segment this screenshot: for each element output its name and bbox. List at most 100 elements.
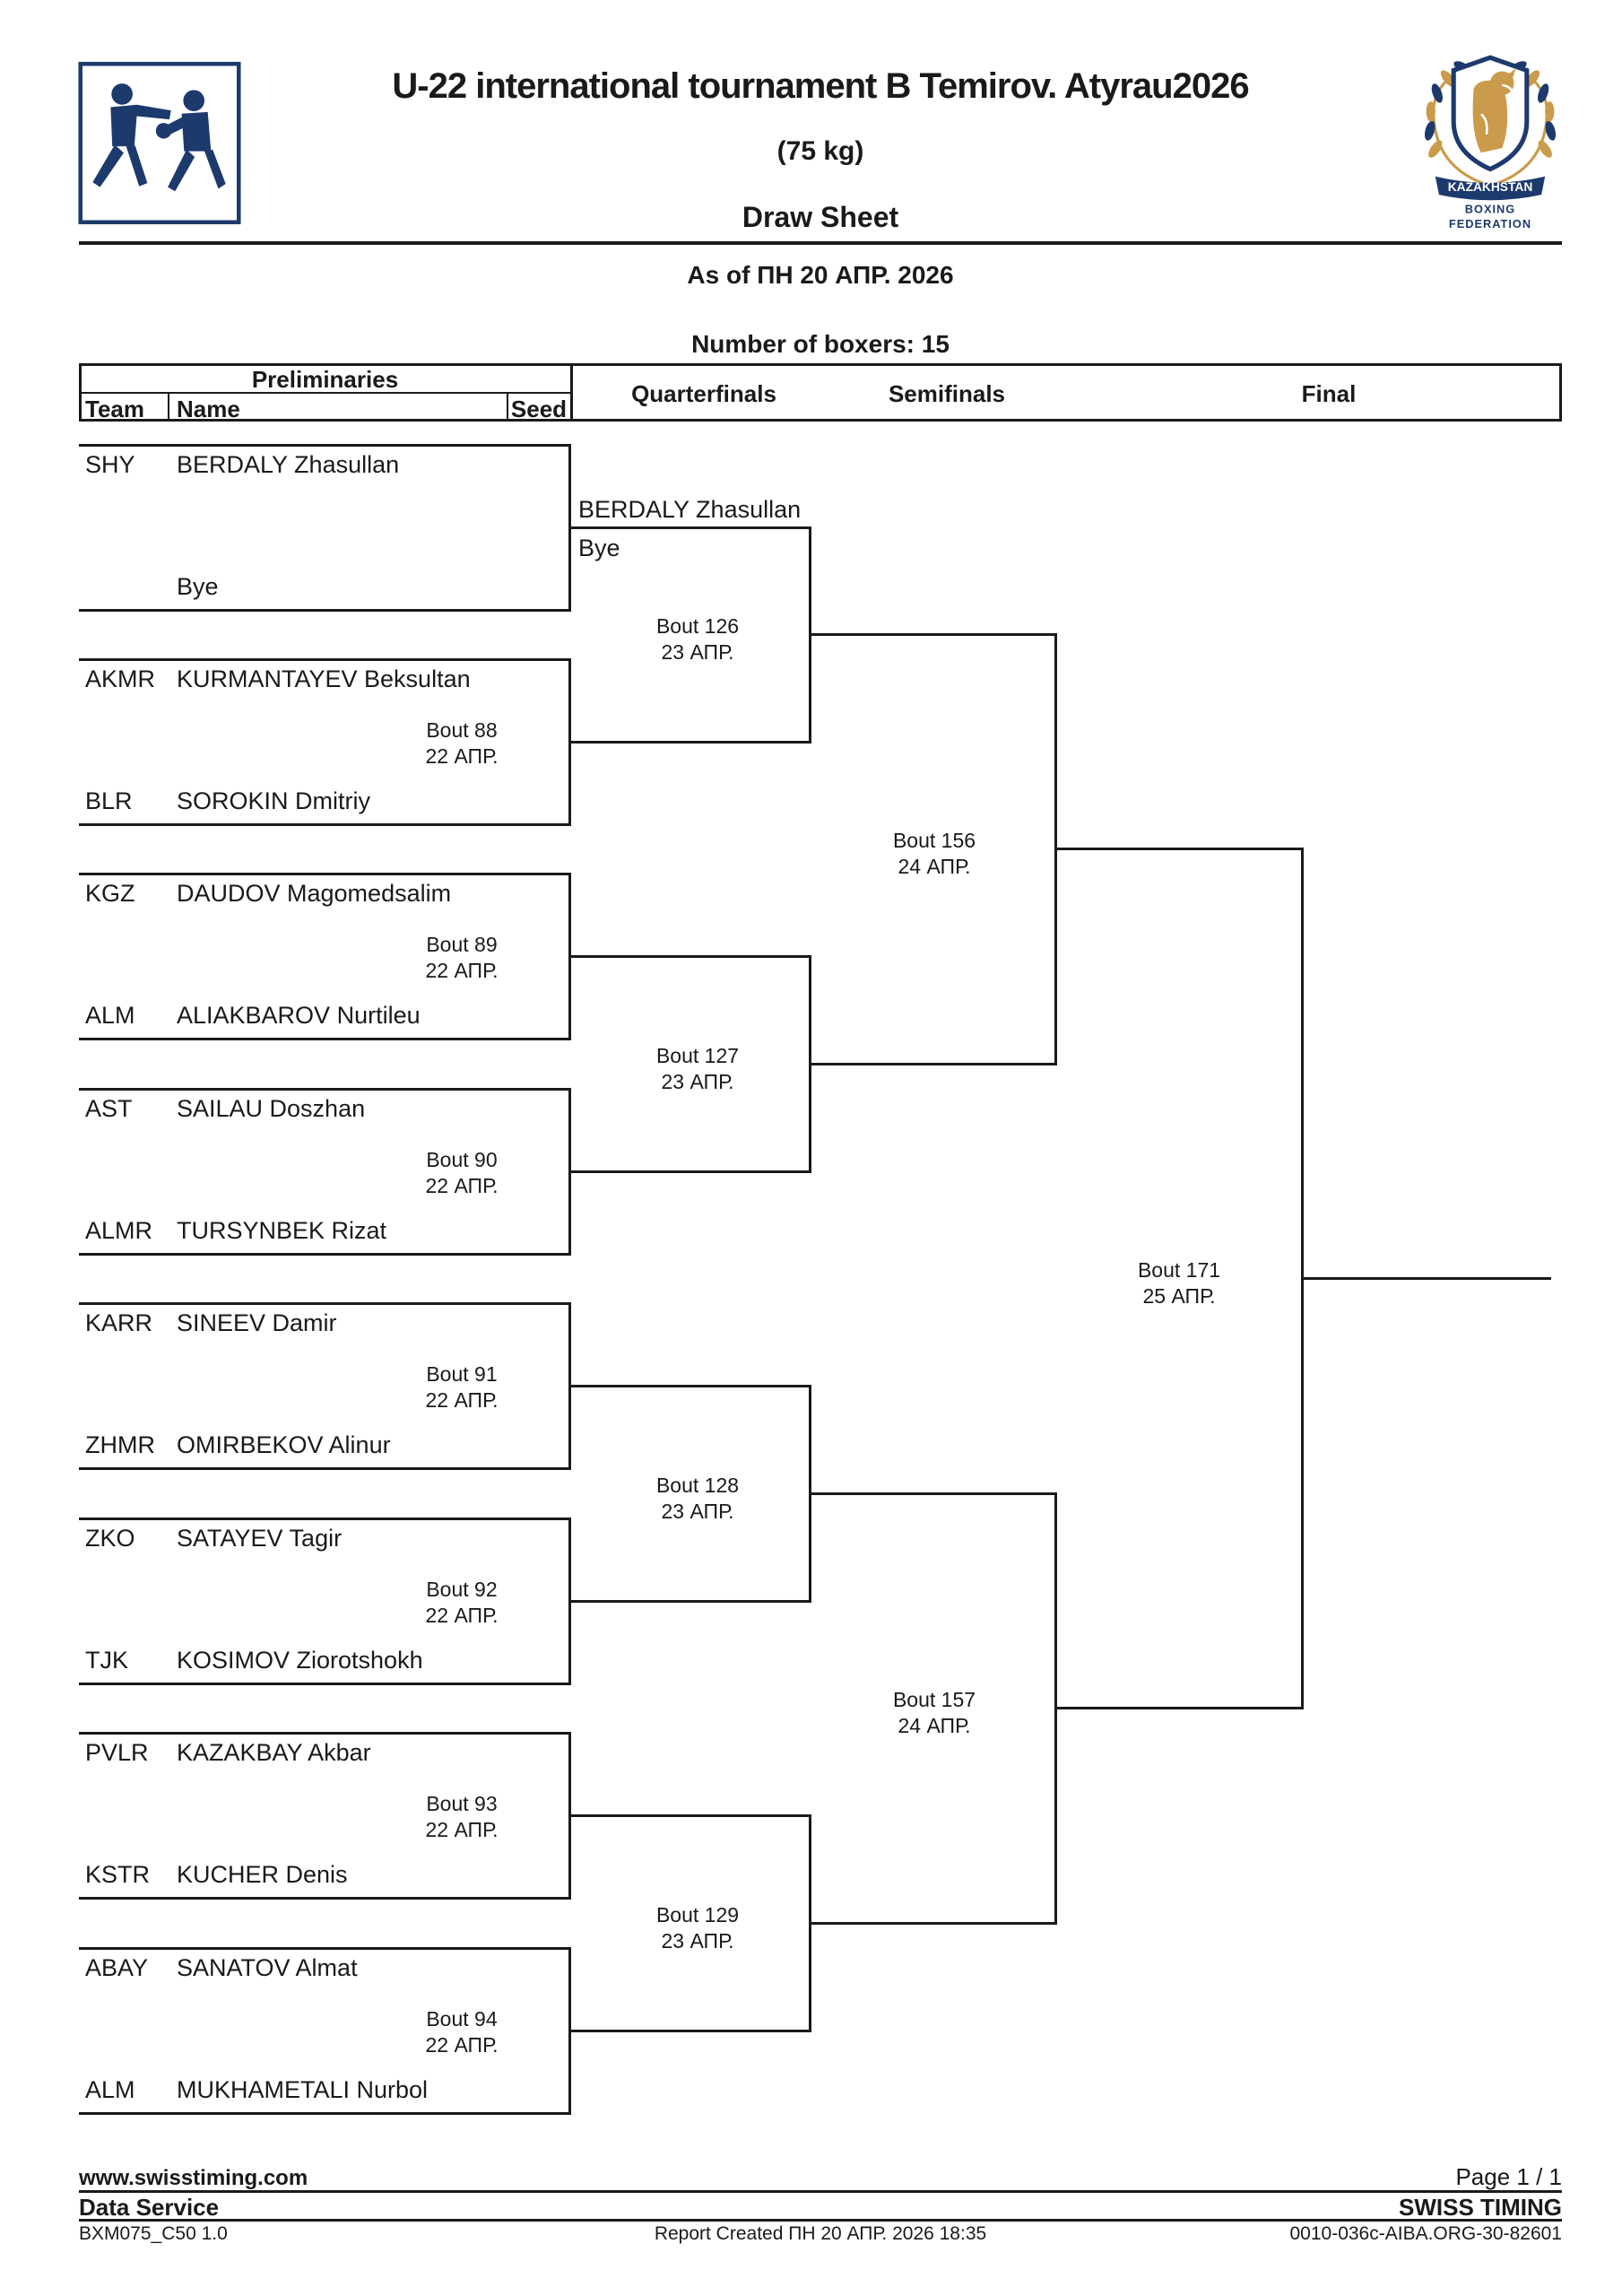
- prelim-section-divider: [570, 363, 573, 422]
- bracket-line: [809, 1063, 1057, 1065]
- kbf-boxing-text: BOXING: [1465, 203, 1515, 216]
- kbf-banner: KAZAKHSTAN BOXING FEDERATION: [1435, 176, 1546, 230]
- as-of-date: As of ПН 20 АПР. 2026: [687, 261, 954, 289]
- bout-date: 22 АПР.: [425, 2033, 499, 2057]
- bracket-line: [79, 873, 571, 875]
- bout-date: 22 АПР.: [425, 959, 499, 982]
- bout-label: Bout 156 24 АПР.: [854, 828, 1015, 880]
- bracket-line: [79, 1732, 571, 1735]
- bracket-line: [79, 1302, 571, 1305]
- bout-label: Bout 171 25 АПР.: [1098, 1257, 1260, 1309]
- bracket-line: [568, 1600, 811, 1603]
- bout-number: Bout 89: [426, 933, 498, 956]
- bracket-line: [79, 444, 571, 447]
- page-title: U-22 international tournament B Temirov.…: [392, 66, 1249, 106]
- boxer-name: KURMANTAYEV Beksultan: [177, 665, 471, 692]
- footer-rule: [79, 2190, 1562, 2193]
- bout-number: Bout 88: [426, 718, 498, 742]
- bout-number: Bout 92: [426, 1578, 498, 1601]
- bout-date: 22 АПР.: [425, 1174, 499, 1197]
- footer-vendor: SWISS TIMING: [1399, 2194, 1562, 2221]
- team-code: ALM: [85, 2076, 135, 2103]
- bout-label: Bout 93 22 АПР.: [359, 1791, 565, 1843]
- bracket-line: [568, 1170, 811, 1173]
- team-code: AKMR: [85, 665, 156, 692]
- bout-date: 24 АПР.: [898, 1714, 971, 1737]
- bout-label: Bout 88 22 АПР.: [359, 718, 565, 770]
- boxer-name: SAILAU Doszhan: [177, 1095, 366, 1122]
- bracket-line: [568, 1385, 811, 1387]
- team-code: BLR: [85, 787, 133, 814]
- bracket-line: [79, 1038, 571, 1040]
- bracket-line: [79, 1253, 571, 1256]
- team-code: ZKO: [85, 1525, 135, 1552]
- bracket-line: [79, 1518, 571, 1520]
- bracket-line: [568, 1814, 811, 1817]
- bout-date: 23 АПР.: [661, 1929, 734, 1952]
- boxers-silhouette-icon: [92, 83, 226, 192]
- bracket-line: [568, 741, 811, 744]
- bracket-line: [1054, 848, 1304, 850]
- boxer-name: KAZAKBAY Akbar: [177, 1739, 371, 1766]
- team-code: SHY: [85, 451, 135, 478]
- column-team: Team: [85, 396, 144, 422]
- bracket-line: [1054, 1707, 1304, 1709]
- bracket-line: [1301, 1277, 1551, 1280]
- bracket-line: [568, 2030, 811, 2032]
- bout-label: Bout 157 24 АПР.: [854, 1687, 1015, 1739]
- bout-number: Bout 94: [426, 2007, 498, 2031]
- boxer-name: SANATOV Almat: [177, 1954, 358, 1981]
- bracket-line: [79, 1683, 571, 1685]
- footer-report-code: BXM075_C50 1.0: [79, 2223, 228, 2244]
- bracket-line: [79, 609, 571, 612]
- bout-number: Bout 171: [1137, 1258, 1221, 1282]
- bout-label: Bout 127 23 АПР.: [617, 1043, 778, 1095]
- team-code: PVLR: [85, 1739, 149, 1766]
- column-seed: Seed: [510, 396, 568, 422]
- bout-date: 25 АПР.: [1142, 1284, 1216, 1308]
- bout-date: 22 АПР.: [425, 1818, 499, 1841]
- bout-label: Bout 92 22 АПР.: [359, 1577, 565, 1629]
- header-rule: [79, 241, 1562, 245]
- team-code: ABAY: [85, 1954, 149, 1981]
- bracket-line: [809, 633, 1057, 636]
- column-semifinals: Semifinals: [888, 380, 1006, 407]
- column-final: Final: [1301, 380, 1357, 407]
- bout-date: 23 АПР.: [661, 640, 734, 664]
- bout-number: Bout 128: [655, 1474, 740, 1497]
- boxer-name: OMIRBEKOV Alinur: [177, 1431, 391, 1458]
- bout-label: Bout 128 23 АПР.: [617, 1473, 778, 1525]
- bout-number: Bout 91: [426, 1362, 498, 1386]
- bout-number: Bout 157: [892, 1688, 976, 1711]
- footer-report-created: Report Created ПН 20 АПР. 2026 18:35: [654, 2223, 987, 2244]
- boxer-name: KOSIMOV Ziorotshokh: [177, 1647, 423, 1674]
- bracket-line: [79, 1947, 571, 1950]
- bout-number: Bout 127: [655, 1044, 740, 1067]
- weight-category: (75 kg): [776, 136, 864, 166]
- name-seed-divider: [507, 392, 508, 422]
- bout-date: 24 АПР.: [898, 855, 971, 878]
- footer-website: www.swisstiming.com: [79, 2166, 308, 2190]
- kbf-federation-text: FEDERATION: [1449, 217, 1531, 230]
- bout-number: Bout 126: [655, 614, 740, 638]
- boxer-name: ALIAKBAROV Nurtileu: [177, 1002, 421, 1029]
- boxer-name: SOROKIN Dmitriy: [177, 787, 370, 814]
- bracket-line: [79, 1088, 571, 1091]
- bracket-line: [79, 1897, 571, 1900]
- footer-service: Data Service: [79, 2194, 220, 2221]
- shield-icon: [1451, 55, 1530, 172]
- bracket-line: [79, 658, 571, 661]
- boxer-count: Number of boxers: 15: [691, 330, 950, 358]
- bout-date: 22 АПР.: [425, 744, 499, 768]
- kbf-banner-text: KAZAKHSTAN: [1448, 180, 1533, 194]
- team-code: KGZ: [85, 880, 135, 907]
- header-row-divider: [79, 392, 571, 394]
- column-name: Name: [177, 396, 240, 422]
- boxing-pictogram-logo: [78, 61, 241, 225]
- bout-number: Bout 90: [426, 1148, 498, 1171]
- boxer-name: SINEEV Damir: [177, 1309, 337, 1336]
- bout-number: Bout 129: [655, 1903, 740, 1926]
- team-name-divider: [168, 392, 169, 422]
- advancing-boxer-name: BERDALY Zhasullan: [578, 496, 802, 523]
